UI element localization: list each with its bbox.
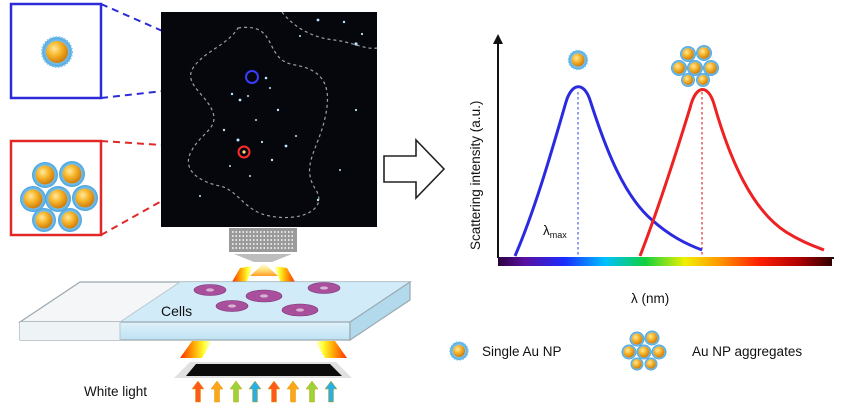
x-axis-label: λ (nm) — [631, 291, 669, 306]
legend-single-label: Single Au NP — [482, 344, 562, 359]
darkfield-image — [161, 11, 378, 227]
legend: Single Au NP Au NP aggregates — [449, 330, 802, 371]
legend-single-icon — [449, 341, 469, 361]
single-np-inset — [9, 2, 103, 100]
white-light-arrow — [286, 380, 300, 403]
aggregate-np-curve — [638, 88, 825, 257]
glass-slide — [18, 280, 412, 342]
cells-label: Cells — [161, 303, 192, 319]
spectrum-chart: Scattering intensity (a.u.) λ (nm) λmax — [468, 34, 834, 306]
legend-aggregate-label: Au NP aggregates — [692, 344, 802, 359]
darkfield-stop — [186, 364, 342, 376]
cell-outline-2 — [281, 11, 378, 49]
aggregate-marker — [237, 145, 251, 159]
lambda-max-label: λmax — [543, 223, 567, 240]
white-light-arrow — [267, 380, 281, 403]
aggregate-peak-icon — [671, 45, 719, 87]
scatter-beam-left — [232, 266, 253, 283]
objective-lens — [229, 228, 297, 262]
white-light-arrow — [210, 380, 224, 403]
white-light-arrow — [324, 380, 338, 403]
single-np-peak-icon — [567, 49, 589, 71]
legend-aggregate-icon — [621, 330, 667, 371]
cell-outline-1 — [187, 26, 329, 219]
white-light-arrow — [229, 380, 243, 403]
y-axis-arrowhead — [493, 34, 503, 44]
aggregate-np-inset — [9, 139, 103, 237]
condenser-beam-right — [315, 341, 347, 358]
white-light-arrow — [191, 380, 205, 403]
single-np-curve — [513, 85, 703, 257]
single-np-marker — [245, 70, 259, 84]
flow-arrow — [383, 138, 446, 200]
aggregate-cluster — [20, 161, 98, 232]
white-light-label: White light — [84, 384, 147, 399]
white-light-arrow — [248, 380, 262, 403]
scatter-beam-right — [274, 266, 295, 283]
scattering-spots — [199, 18, 364, 202]
condenser-beam-left — [180, 341, 212, 358]
y-axis-label: Scattering intensity (a.u.) — [468, 101, 483, 250]
white-light-arrow — [305, 380, 319, 403]
light-cone — [250, 263, 278, 276]
white-light-arrows — [191, 380, 338, 403]
color-spectrum-bar — [498, 257, 832, 266]
